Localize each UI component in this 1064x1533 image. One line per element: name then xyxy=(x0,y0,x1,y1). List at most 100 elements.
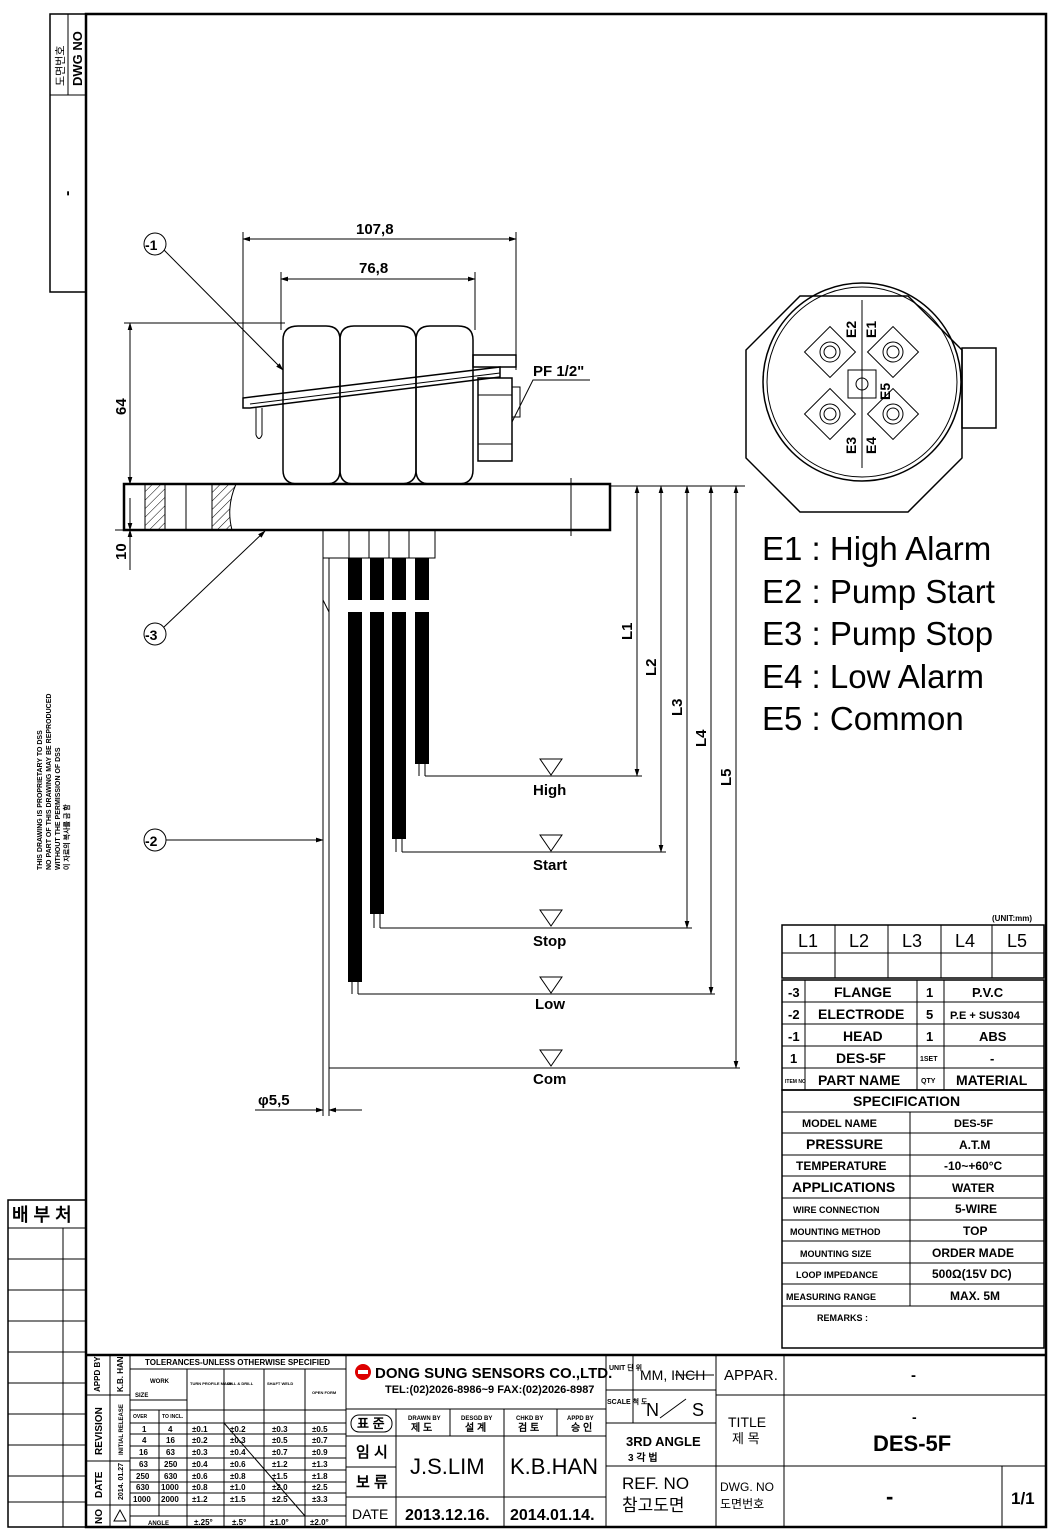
tol-r3-c2: ±0.6 xyxy=(230,1460,246,1469)
appd-by-2-kor: 승 인 xyxy=(571,1421,592,1434)
std-label: 표 준 xyxy=(357,1416,385,1431)
tol-r6-c1: ±1.2 xyxy=(192,1495,208,1504)
len-header-L5: L5 xyxy=(1007,931,1027,951)
date-drawn: 2013.12.16. xyxy=(405,1507,490,1524)
len-header-L1: L1 xyxy=(798,931,818,951)
dim-L4: L4 xyxy=(693,729,710,747)
part-no-3: 1 xyxy=(790,1051,797,1066)
top-label-e5: E5 xyxy=(877,383,893,400)
dwg-no-label: DWG. NO xyxy=(720,1480,774,1494)
spec-val-temp: -10~+60°C xyxy=(944,1159,1003,1173)
tol-r5-over: 630 xyxy=(136,1483,150,1492)
tol-r4-over: 250 xyxy=(136,1472,150,1481)
spec-val-mounting-method: TOP xyxy=(963,1224,987,1238)
tol-r1-c4: ±0.7 xyxy=(312,1436,328,1445)
dim-flange-thickness: 10 xyxy=(113,543,130,560)
length-table: (UNIT:mm) L1 L2 L3 L4 L5 xyxy=(781,914,1045,979)
spec-key-wire: WIRE CONNECTION xyxy=(793,1205,880,1215)
part-name-0: FLANGE xyxy=(834,984,892,1000)
tol-r4-c4: ±1.8 xyxy=(312,1472,328,1481)
electrode-legend: E1 : High Alarm E2 : Pump Start E3 : Pum… xyxy=(762,530,995,737)
part-no-2: -1 xyxy=(788,1029,800,1044)
tol-r5-c1: ±0.8 xyxy=(192,1483,208,1492)
part-no-0: -3 xyxy=(788,985,800,1000)
legend-e4: E4 : Low Alarm xyxy=(762,658,984,695)
dim-inner-width: 76,8 xyxy=(359,260,388,277)
release-date: 2014. 01.27 xyxy=(118,1463,125,1500)
part-qty-1: 5 xyxy=(926,1007,933,1022)
legend-e3: E3 : Pump Stop xyxy=(762,615,993,652)
tolerance-title: TOLERANCES-UNLESS OTHERWISE SPECIFIED xyxy=(145,1358,330,1367)
level-low: Low xyxy=(535,996,565,1013)
tol-head-to: TO INCL. xyxy=(162,1414,184,1420)
tol-r2-c2: ±0.4 xyxy=(230,1448,246,1457)
tol-r2-c4: ±0.9 xyxy=(312,1448,328,1457)
side-dwg-no-value: - xyxy=(59,191,76,196)
tol-angle-c2: ±.5° xyxy=(232,1518,246,1527)
legend-e5: E5 : Common xyxy=(762,700,964,737)
level-start: Start xyxy=(533,857,567,874)
side-strip: DWG NO 도면번호 - THIS DRAWING IS PROPRIETAR… xyxy=(7,13,87,1528)
tol-r3-c4: ±1.3 xyxy=(312,1460,328,1469)
top-label-e4: E4 xyxy=(863,437,879,454)
spec-val-pressure: A.T.M xyxy=(959,1138,990,1152)
tol-r3-over: 63 xyxy=(139,1460,148,1469)
top-label-e3: E3 xyxy=(843,437,859,454)
tol-r3-c1: ±0.4 xyxy=(192,1460,208,1469)
tol-r1-to: 16 xyxy=(166,1436,175,1445)
sheet-border xyxy=(84,12,1048,1529)
part-qty-3: 1SET xyxy=(920,1056,938,1063)
scale-label: SCALE 척 도 xyxy=(607,1397,648,1406)
dim-height: 64 xyxy=(113,398,130,415)
tol-r0-to: 4 xyxy=(168,1425,173,1434)
callout-electrode: -2 xyxy=(145,833,158,849)
tol-r6-c4: ±3.3 xyxy=(312,1495,328,1504)
unit-block-label: UNIT 단 위 xyxy=(609,1363,642,1372)
dwg-no-value: - xyxy=(886,1484,893,1509)
part-name-3: DES-5F xyxy=(836,1050,886,1066)
spec-val-loop: 500Ω(15V DC) xyxy=(932,1267,1012,1281)
tol-r4-c2: ±0.8 xyxy=(230,1472,246,1481)
drawn-by-kor: 제 도 xyxy=(411,1421,432,1434)
parts-header-material: MATERIAL xyxy=(956,1072,1028,1088)
distribution-label: 배 부 처 xyxy=(12,1205,72,1225)
tol-work-label: WORK xyxy=(150,1379,170,1385)
drawing-title: DES-5F xyxy=(873,1431,951,1456)
kb-han-label: K.B. HAN xyxy=(116,1356,125,1392)
legend-e1: E1 : High Alarm xyxy=(762,530,991,567)
tol-size-label: SIZE xyxy=(135,1393,148,1399)
tol-r3-to: 250 xyxy=(164,1460,178,1469)
spec-key-temp: TEMPERATURE xyxy=(796,1159,886,1173)
tol-r4-c3: ±1.5 xyxy=(272,1472,288,1481)
parts-header-qty: QTY xyxy=(921,1078,936,1085)
angle-projection: 3RD ANGLE xyxy=(626,1434,701,1449)
spec-val-wire: 5-WIRE xyxy=(955,1202,997,1216)
len-header-L2: L2 xyxy=(849,931,869,951)
top-view: E1 E2 E5 E3 E4 xyxy=(745,282,997,513)
spec-key-model: MODEL NAME xyxy=(802,1118,877,1130)
dim-total-width: 107,8 xyxy=(356,221,394,238)
tol-r0-c2: ±0.2 xyxy=(230,1425,246,1434)
callout-flange: -3 xyxy=(145,627,158,643)
sheet-number: 1/1 xyxy=(1011,1489,1035,1508)
tol-r0-c4: ±0.5 xyxy=(312,1425,328,1434)
date-label: DATE xyxy=(352,1506,388,1522)
tol-angle-c1: ±.25° xyxy=(194,1518,213,1527)
title-block: APPD BY K.B. HAN REVISION INITIAL RELEAS… xyxy=(86,1353,1046,1527)
part-material-3: - xyxy=(990,1051,994,1066)
appar-label: APPAR. xyxy=(724,1367,778,1384)
spec-table: SPECIFICATION MODEL NAME DES-5F PRESSURE… xyxy=(781,1089,1045,1349)
part-name-2: HEAD xyxy=(843,1028,883,1044)
proprietary-line-2: NO PART OF THIS DRAWING MAY BE REPRODUCE… xyxy=(46,694,53,870)
tol-col-open: OPEN FORM xyxy=(312,1390,337,1395)
spec-val-app: WATER xyxy=(952,1181,995,1195)
title-dash: - xyxy=(912,1409,917,1425)
chkd-name: K.B.HAN xyxy=(510,1454,598,1479)
angle-projection-kor: 3 각 법 xyxy=(628,1451,658,1464)
dim-L5: L5 xyxy=(718,768,735,786)
part-material-0: P.V.C xyxy=(972,985,1004,1000)
tol-r2-to: 63 xyxy=(166,1448,175,1457)
scale-s: S xyxy=(692,1400,704,1420)
date-label-rev: DATE xyxy=(94,1471,105,1498)
len-header-L3: L3 xyxy=(902,931,922,951)
